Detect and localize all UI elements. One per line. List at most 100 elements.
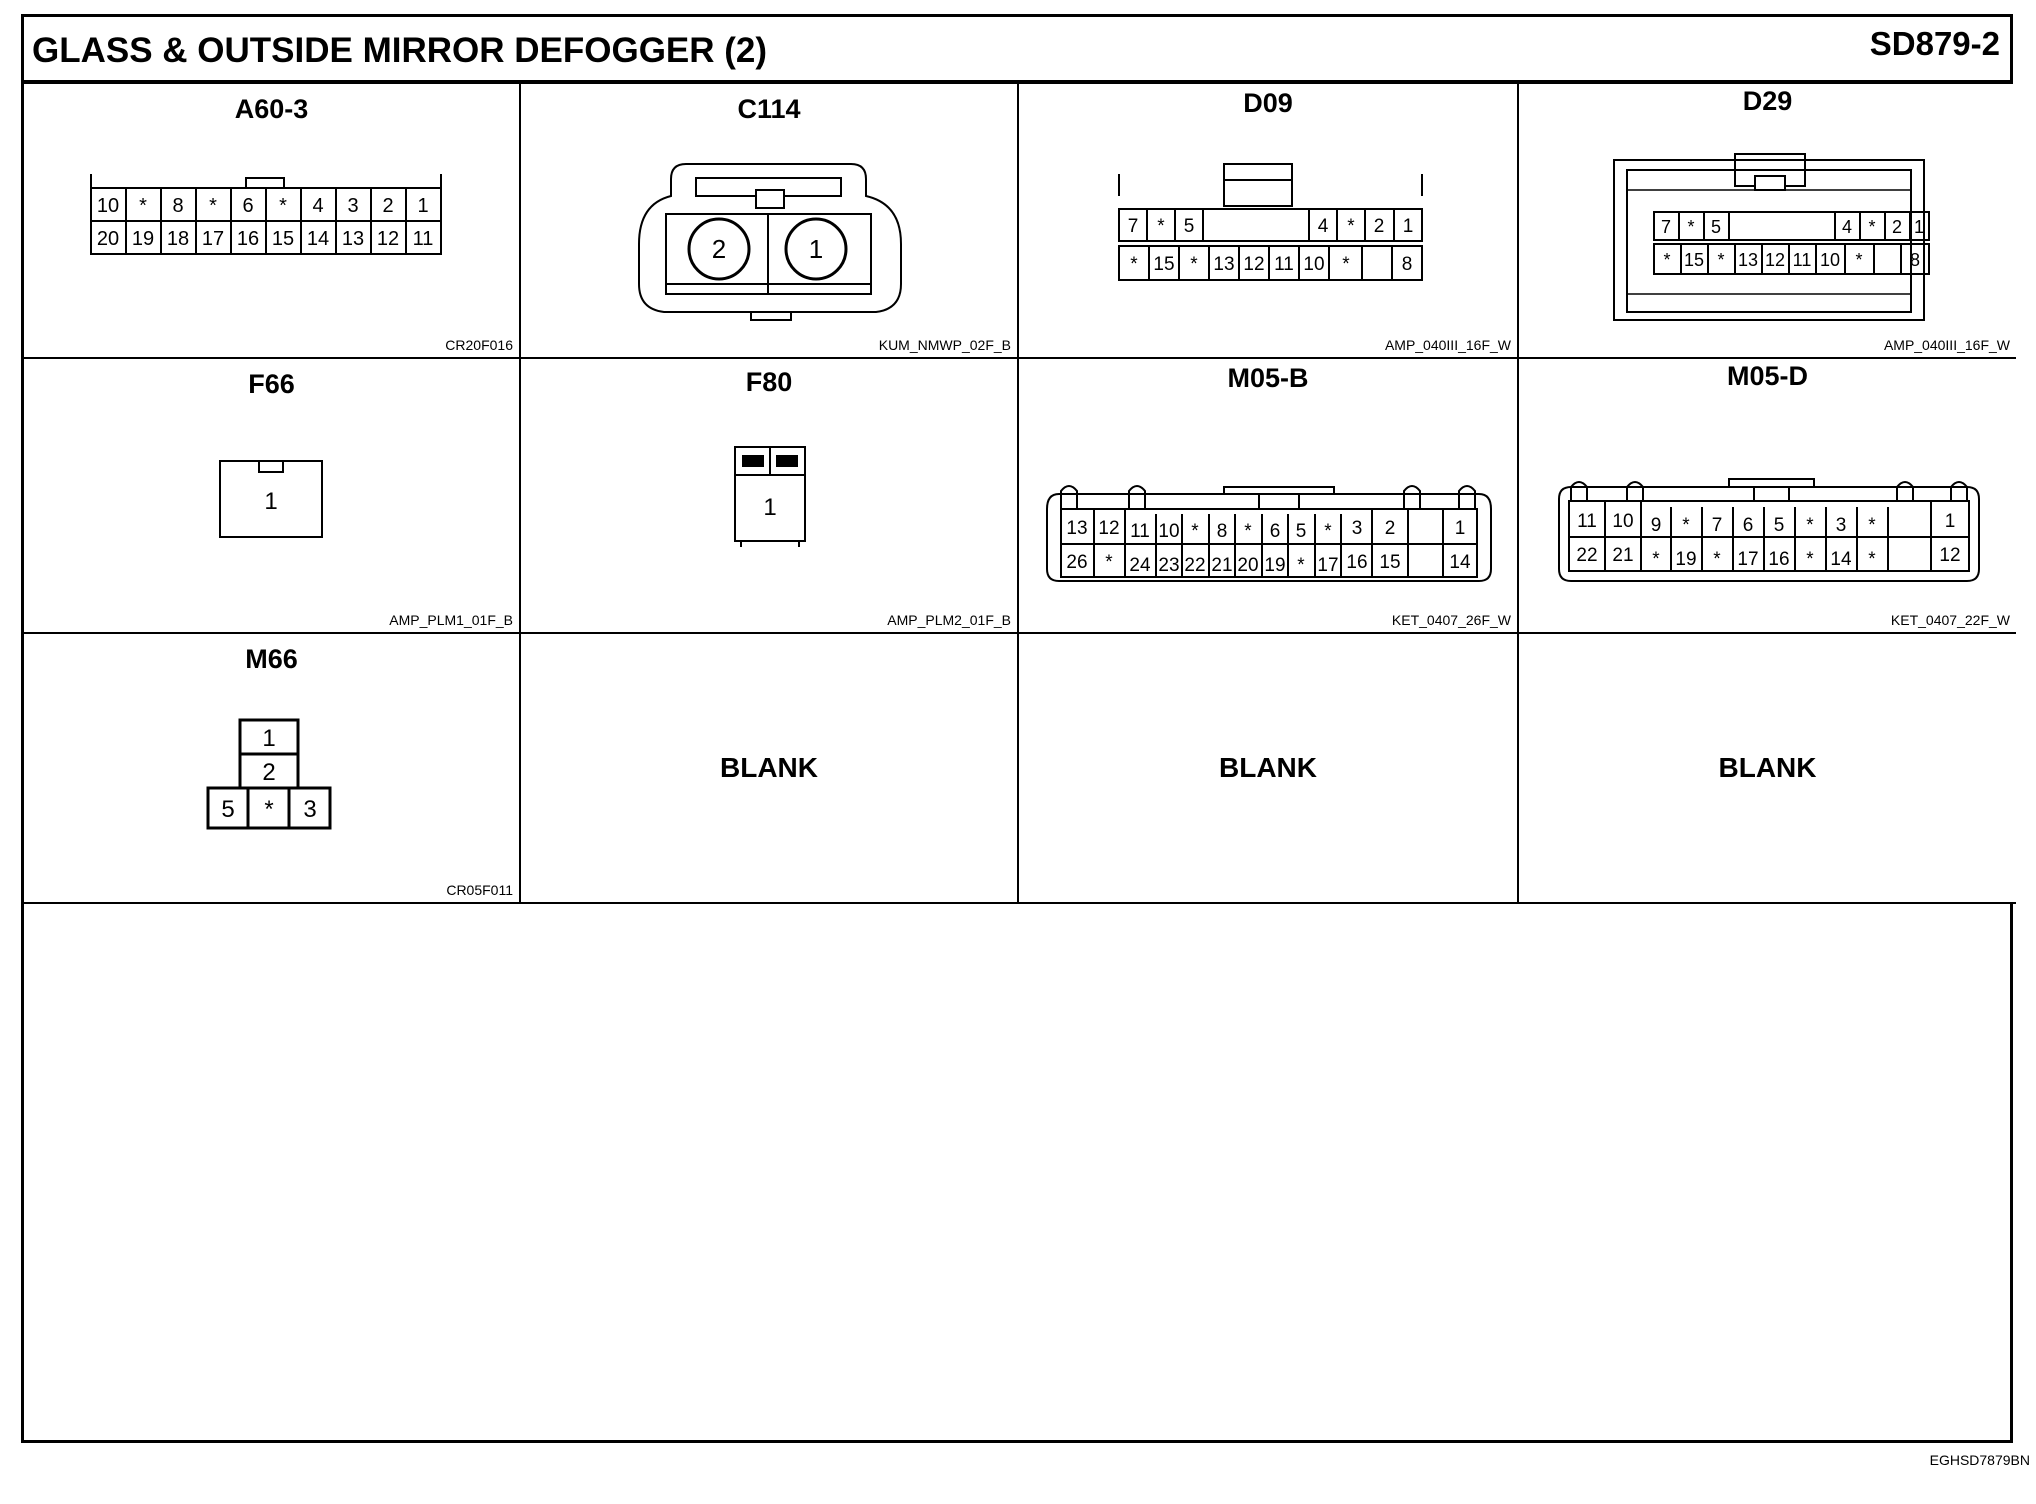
pin-label: 2 bbox=[712, 234, 726, 264]
pin-label: 1 bbox=[264, 488, 277, 515]
pin-label: * bbox=[1687, 217, 1694, 237]
pin-label: 1 bbox=[809, 234, 823, 264]
connector-cell-m05-b: M05-B bbox=[1019, 359, 1519, 634]
connector-a60-3-diagram: 10 * 8 * 6 * 4 3 2 1 20 19 18 17 16 15 1 bbox=[90, 174, 442, 255]
pin-label: 19 bbox=[1264, 555, 1285, 576]
pin-label: 2 bbox=[382, 195, 393, 217]
pin-label: 3 bbox=[303, 796, 316, 823]
pin-label: 1 bbox=[1945, 511, 1956, 532]
pin-label: 15 bbox=[1153, 254, 1174, 275]
pin-label: 10 bbox=[1303, 254, 1324, 275]
pin-label: * bbox=[1347, 216, 1355, 237]
pin-label: 12 bbox=[1243, 254, 1264, 275]
pin-label: 10 bbox=[1820, 250, 1840, 270]
pin-label: 23 bbox=[1158, 555, 1179, 576]
pin-label: 5 bbox=[1296, 521, 1307, 542]
pin-label: 6 bbox=[1743, 515, 1754, 536]
pin-label: 11 bbox=[1130, 521, 1150, 542]
pin-label: 1 bbox=[763, 494, 776, 521]
pin-label: 21 bbox=[1211, 555, 1232, 576]
connector-cell-d09: D09 bbox=[1019, 84, 1519, 359]
pin-label: 10 bbox=[97, 195, 119, 217]
pin-label: 19 bbox=[132, 228, 154, 250]
pin-label: 13 bbox=[1738, 250, 1758, 270]
pin-label: 13 bbox=[1066, 518, 1087, 539]
pin-label: 3 bbox=[1352, 518, 1363, 539]
pin-label: 12 bbox=[1765, 250, 1785, 270]
connector-m05-d-diagram: 11 10 9 * 7 6 5 * 3 * 1 22 21 * 19 * 17 bbox=[1558, 478, 1980, 582]
pin-label: 22 bbox=[1184, 555, 1205, 576]
pin-label: 4 bbox=[1318, 216, 1329, 237]
connector-name: F80 bbox=[745, 367, 793, 397]
connector-code: KET_0407_26F_W bbox=[1391, 612, 1511, 628]
pin-label: * bbox=[1297, 555, 1305, 576]
pin-label: 11 bbox=[1793, 250, 1812, 270]
pin-label: * bbox=[1663, 250, 1670, 270]
blank-cell: BLANK bbox=[521, 634, 1019, 904]
pin-label: * bbox=[279, 195, 287, 217]
pin-label: 1 bbox=[417, 195, 428, 217]
connector-code: AMP_PLM2_01F_B bbox=[887, 612, 1011, 628]
pin-label: 3 bbox=[1836, 515, 1847, 536]
pin-label: * bbox=[1806, 515, 1814, 536]
pin-label: 14 bbox=[1830, 549, 1852, 570]
pin-label: 14 bbox=[1449, 552, 1471, 573]
page-title: GLASS & OUTSIDE MIRROR DEFOGGER (2) bbox=[32, 31, 768, 70]
connector-cell-f66: F66 1 AMP_PLM1_01F_B bbox=[24, 359, 521, 634]
connector-name: F66 bbox=[248, 369, 295, 399]
pin-label: 5 bbox=[1711, 217, 1721, 237]
pin-label: 14 bbox=[307, 228, 329, 250]
pin-label: 11 bbox=[1274, 254, 1294, 275]
connector-cell-c114: C114 2 1 KUM_NMWP_02F_B bbox=[521, 84, 1019, 359]
pin-label: 7 bbox=[1661, 217, 1671, 237]
pin-label: 3 bbox=[347, 195, 358, 217]
connector-name: D09 bbox=[1243, 88, 1293, 118]
connector-d09-diagram: 7 * 5 4 * 2 1 * 15 * 13 12 11 10 * 8 bbox=[1118, 163, 1423, 281]
pin-label: * bbox=[1806, 549, 1814, 570]
pin-label: 24 bbox=[1129, 555, 1151, 576]
connector-name: D29 bbox=[1742, 86, 1793, 116]
connector-code: KET_0407_22F_W bbox=[1890, 612, 2010, 628]
connector-name: M66 bbox=[245, 644, 298, 674]
pin-label: 4 bbox=[312, 195, 323, 217]
pin-label: 21 bbox=[1612, 545, 1633, 566]
connector-grid: A60-3 10 * 8 * 6 bbox=[24, 84, 2016, 904]
connector-cell-a60-3: A60-3 10 * 8 * 6 bbox=[24, 84, 521, 359]
pin-label: 1 bbox=[262, 725, 275, 752]
pin-label: 16 bbox=[1768, 549, 1789, 570]
header: GLASS & OUTSIDE MIRROR DEFOGGER (2) SD87… bbox=[24, 17, 2010, 84]
connector-code: AMP_040III_16F_W bbox=[1384, 337, 1511, 353]
pin-label: * bbox=[1157, 216, 1165, 237]
pin-label: * bbox=[1682, 515, 1690, 536]
connector-name: A60-3 bbox=[234, 94, 309, 124]
connector-code: AMP_040III_16F_W bbox=[1883, 337, 2010, 353]
pin-label: 26 bbox=[1066, 552, 1087, 573]
connector-f66-diagram: 1 bbox=[219, 460, 323, 538]
pin-label: * bbox=[1190, 254, 1198, 275]
pin-label: 15 bbox=[1379, 552, 1400, 573]
connector-f80-diagram: 1 bbox=[734, 446, 806, 547]
pin-label: * bbox=[1105, 552, 1113, 573]
pin-label: 11 bbox=[413, 228, 434, 250]
pin-label: 4 bbox=[1842, 217, 1852, 237]
pin-label: 20 bbox=[1237, 555, 1258, 576]
connector-code: CR20F016 bbox=[445, 337, 513, 353]
pin-label: 13 bbox=[1213, 254, 1234, 275]
pin-label: 1 bbox=[1455, 518, 1466, 539]
pin-label: * bbox=[1652, 549, 1660, 570]
pin-label: * bbox=[1713, 549, 1721, 570]
pin-label: 8 bbox=[1402, 254, 1413, 275]
pin-label: 1 bbox=[1914, 217, 1924, 237]
pin-label: 17 bbox=[1317, 555, 1338, 576]
pin-label: 7 bbox=[1128, 216, 1139, 237]
pin-label: 10 bbox=[1612, 511, 1633, 532]
pin-label: 15 bbox=[1684, 250, 1704, 270]
pin-label: 5 bbox=[1184, 216, 1195, 237]
pin-label: * bbox=[139, 195, 147, 217]
pin-label: * bbox=[1868, 549, 1876, 570]
pin-label: 2 bbox=[1892, 217, 1902, 237]
pin-label: 8 bbox=[1910, 250, 1920, 270]
blank-cell: BLANK bbox=[1019, 634, 1519, 904]
pin-label: 1 bbox=[1403, 216, 1414, 237]
pin-label: 11 bbox=[1577, 511, 1597, 532]
